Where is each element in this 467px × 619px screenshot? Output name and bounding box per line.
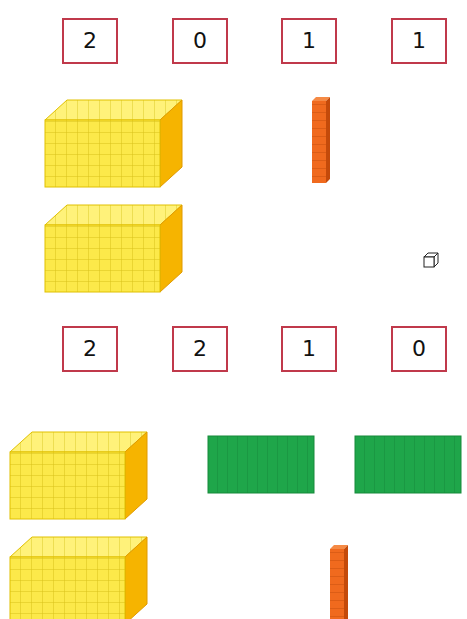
- digit-box: 2: [62, 18, 118, 64]
- digit-box: 0: [172, 18, 228, 64]
- thousand-cube: [45, 100, 182, 187]
- thousand-cube: [10, 432, 147, 519]
- digit: 2: [193, 338, 207, 360]
- digit-box: 0: [391, 326, 447, 372]
- one-cube: [424, 253, 438, 267]
- digit-box: 2: [62, 326, 118, 372]
- digit: 2: [83, 338, 97, 360]
- digit: 1: [302, 30, 316, 52]
- digit: 2: [83, 30, 97, 52]
- digit: 0: [193, 30, 207, 52]
- hundred-flat: [208, 436, 314, 493]
- ten-rod: [312, 97, 330, 183]
- hundred-flat: [355, 436, 461, 493]
- digit-box: 2: [172, 326, 228, 372]
- digit-box: 1: [281, 18, 337, 64]
- thousand-cube: [10, 537, 147, 619]
- thousand-cube: [45, 205, 182, 292]
- ten-rod: [330, 545, 348, 619]
- digit-box: 1: [391, 18, 447, 64]
- digit-box: 1: [281, 326, 337, 372]
- digit: 1: [302, 338, 316, 360]
- digit: 1: [412, 30, 426, 52]
- digit: 0: [412, 338, 426, 360]
